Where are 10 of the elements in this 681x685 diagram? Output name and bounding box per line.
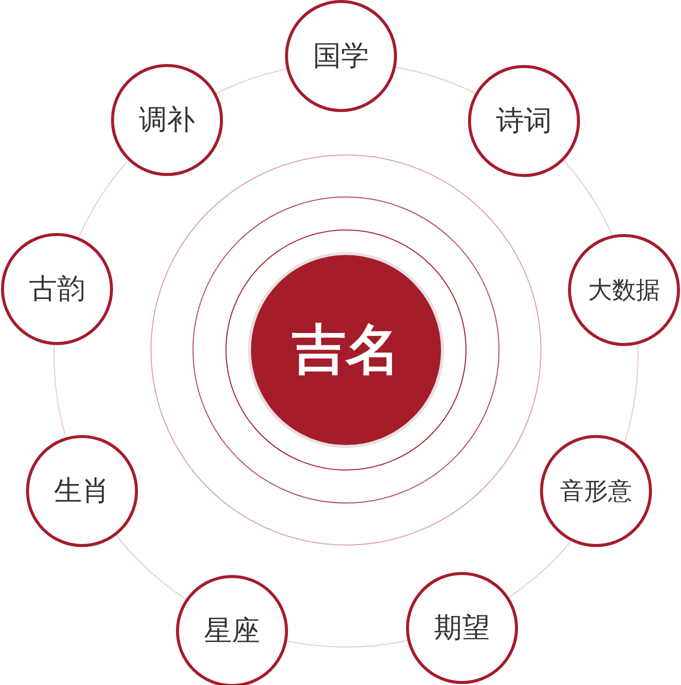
topic-label: 星座 bbox=[204, 613, 260, 649]
topic-label: 国学 bbox=[313, 38, 369, 74]
topic-label: 期望 bbox=[434, 610, 490, 646]
topic-label: 诗词 bbox=[496, 103, 552, 139]
topic-label: 大数据 bbox=[588, 275, 660, 306]
topic-label: 调补 bbox=[139, 102, 195, 138]
center-title: 吉名 bbox=[292, 316, 400, 382]
topic-label: 音形意 bbox=[560, 476, 632, 507]
topic-label: 生肖 bbox=[54, 473, 110, 509]
topic-label: 古韵 bbox=[29, 271, 85, 307]
